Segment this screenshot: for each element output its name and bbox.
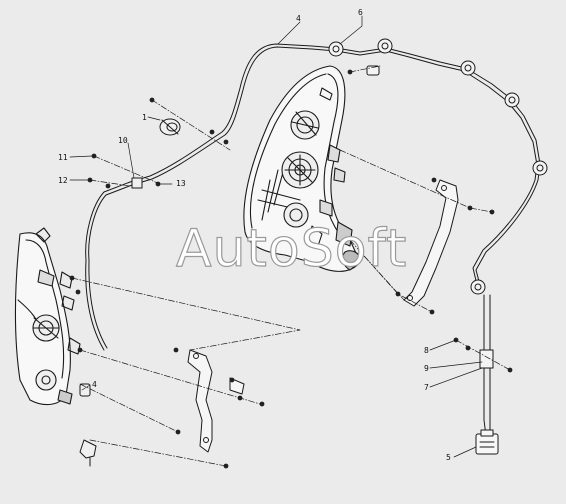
callout-5: 5 [446,453,451,462]
adjuster-part-1 [159,118,181,136]
washer-pump [475,429,499,455]
tee-connector-10 [131,177,143,189]
callout-13: 13 [176,179,186,188]
callout-8: 8 [424,346,429,355]
left-bracket [187,349,245,453]
callout-9: 9 [424,364,429,373]
clip-part-4-lower [79,383,91,397]
callout-6-top: 6 [358,8,363,17]
callout-4-lower: 4 [92,380,97,389]
callout-12: 12 [58,176,68,185]
callout-4-top: 4 [296,14,301,23]
callout-1-upper: 1 [142,113,147,122]
right-bracket [403,179,459,307]
callout-11: 11 [58,153,68,162]
watermark-logo: AutoSoft [176,219,407,279]
hose-connectors [328,38,548,295]
leader-lines [69,15,483,458]
right-headlamp [243,65,361,272]
callout-10: 10 [118,136,128,145]
pump-hose [479,294,494,437]
assembly-lines [71,65,511,467]
callout-labels: 4 6 1 10 11 12 13 4 8 9 7 5 [58,8,451,462]
left-headlamp [14,227,81,406]
callout-7: 7 [424,383,429,392]
sensor-part-lower [79,439,97,467]
